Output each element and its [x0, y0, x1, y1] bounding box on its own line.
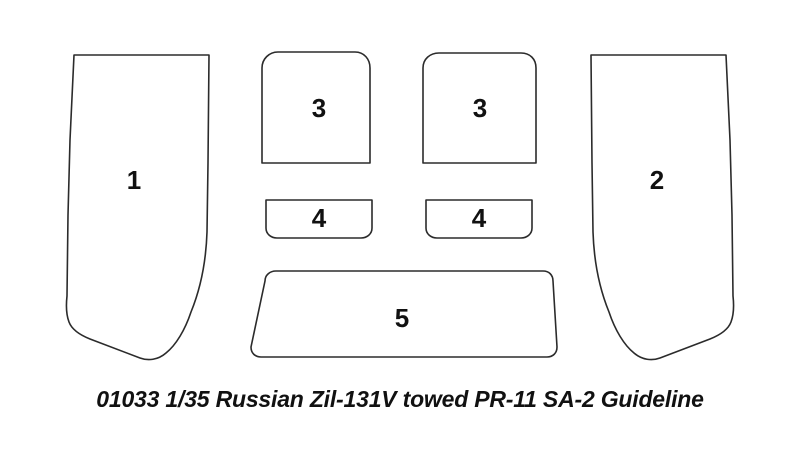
part-number-1: 1 — [127, 165, 141, 195]
part-number-3-right: 3 — [473, 93, 487, 123]
part-outline-1[interactable] — [65, 54, 210, 361]
part-outline-5[interactable] — [250, 270, 558, 358]
part-group-2[interactable]: 2 — [590, 54, 735, 361]
kit-caption: 01033 1/35 Russian Zil-131V towed PR-11 … — [96, 386, 704, 412]
part-group-5[interactable]: 5 — [250, 270, 558, 358]
part-outline-3-left[interactable] — [261, 51, 371, 164]
part-number-2: 2 — [650, 165, 664, 195]
part-number-4-right: 4 — [472, 203, 487, 233]
part-number-5: 5 — [395, 303, 409, 333]
part-group-4-right[interactable]: 4 — [425, 199, 533, 239]
part-outline-4-left[interactable] — [265, 199, 373, 239]
part-outline-3-right[interactable] — [422, 52, 537, 164]
part-group-4-left[interactable]: 4 — [265, 199, 373, 239]
part-outline-2[interactable] — [590, 54, 735, 361]
part-number-4-left: 4 — [312, 203, 327, 233]
part-group-3-right[interactable]: 3 — [422, 52, 537, 164]
part-outline-4-right[interactable] — [425, 199, 533, 239]
part-group-3-left[interactable]: 3 — [261, 51, 371, 164]
part-group-1[interactable]: 1 — [65, 54, 210, 361]
part-number-3-left: 3 — [312, 93, 326, 123]
